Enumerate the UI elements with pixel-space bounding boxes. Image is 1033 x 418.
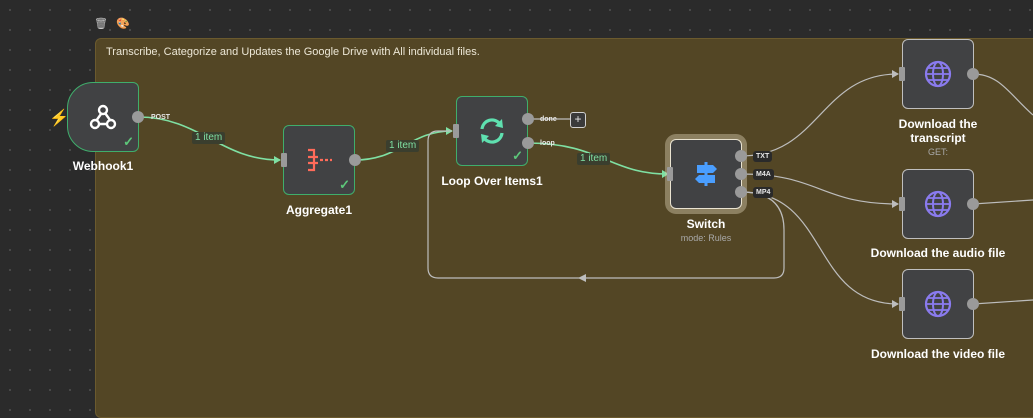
- globe-icon: [924, 290, 952, 318]
- webhook-output-port[interactable]: [132, 111, 144, 123]
- aggregate-icon: [308, 148, 332, 172]
- trash-icon[interactable]: 🗑: [94, 18, 108, 30]
- palette-icon[interactable]: 🎨: [116, 18, 130, 30]
- edge-loop-back: [427, 130, 785, 279]
- edge-audio-out: [972, 199, 1033, 205]
- transcript-output-port[interactable]: [967, 68, 979, 80]
- edge-label-loop-switch: 1 item: [577, 153, 611, 165]
- webhook-output-label: POST: [151, 114, 171, 121]
- audio-input-port[interactable]: [899, 197, 905, 211]
- switch-m4a-port[interactable]: [735, 168, 747, 180]
- add-node-button[interactable]: +: [570, 112, 586, 128]
- node-switch-title: Switch: [686, 217, 726, 231]
- node-webhook-title: Webhook1: [72, 159, 134, 173]
- transcript-input-port[interactable]: [899, 67, 905, 81]
- edge-video-out: [972, 299, 1033, 305]
- sticky-note-text: Transcribe, Categorize and Updates the G…: [106, 46, 480, 58]
- loop-done-port[interactable]: [522, 113, 534, 125]
- node-webhook[interactable]: ✓: [67, 82, 139, 152]
- sticky-note[interactable]: Transcribe, Categorize and Updates the G…: [95, 38, 1033, 418]
- globe-icon: [924, 60, 952, 88]
- node-download-transcript[interactable]: [902, 39, 974, 109]
- success-check-icon: ✓: [512, 148, 523, 163]
- loop-loop-label: loop: [540, 140, 555, 147]
- trigger-bolt-icon: ⚡: [49, 110, 69, 127]
- video-output-port[interactable]: [967, 298, 979, 310]
- sticky-toolbar: 🗑 🎨: [94, 18, 130, 30]
- connections: [137, 70, 1033, 308]
- node-switch[interactable]: [670, 139, 742, 209]
- node-loop-title: Loop Over Items1: [441, 174, 543, 188]
- edge-label-aggregate-loop: 1 item: [386, 140, 420, 152]
- loop-refresh-icon: [480, 118, 504, 144]
- node-transcript-subtitle: GET:: [927, 147, 949, 157]
- globe-icon: [924, 190, 952, 218]
- loop-input-port[interactable]: [453, 124, 459, 138]
- webhook-icon: [89, 104, 117, 130]
- node-aggregate[interactable]: ✓: [283, 125, 355, 195]
- node-transcript-title: Download the transcript: [898, 117, 978, 145]
- node-download-video[interactable]: [902, 269, 974, 339]
- node-download-audio[interactable]: [902, 169, 974, 239]
- switch-mp4-label: MP4: [753, 187, 774, 198]
- switch-txt-label: TXT: [753, 151, 773, 162]
- success-check-icon: ✓: [123, 134, 134, 149]
- switch-signpost-icon: [695, 162, 717, 186]
- aggregate-output-port[interactable]: [349, 154, 361, 166]
- edge-label-webhook-aggregate: 1 item: [192, 132, 226, 144]
- switch-input-port[interactable]: [667, 167, 673, 181]
- switch-txt-port[interactable]: [735, 150, 747, 162]
- node-loop[interactable]: ✓: [456, 96, 528, 166]
- edge-transcript-out: [972, 73, 1033, 116]
- edge-switch-transcript: [740, 73, 899, 157]
- success-check-icon: ✓: [339, 177, 350, 192]
- loop-done-label: done: [540, 116, 557, 123]
- switch-m4a-label: M4A: [753, 169, 774, 180]
- node-switch-subtitle: mode: Rules: [680, 233, 732, 243]
- node-audio-title: Download the audio file: [870, 246, 1006, 260]
- node-aggregate-title: Aggregate1: [285, 203, 353, 217]
- video-input-port[interactable]: [899, 297, 905, 311]
- loop-loop-port[interactable]: [522, 137, 534, 149]
- aggregate-input-port[interactable]: [281, 153, 287, 167]
- audio-output-port[interactable]: [967, 198, 979, 210]
- switch-mp4-port[interactable]: [735, 186, 747, 198]
- node-video-title: Download the video file: [870, 347, 1006, 361]
